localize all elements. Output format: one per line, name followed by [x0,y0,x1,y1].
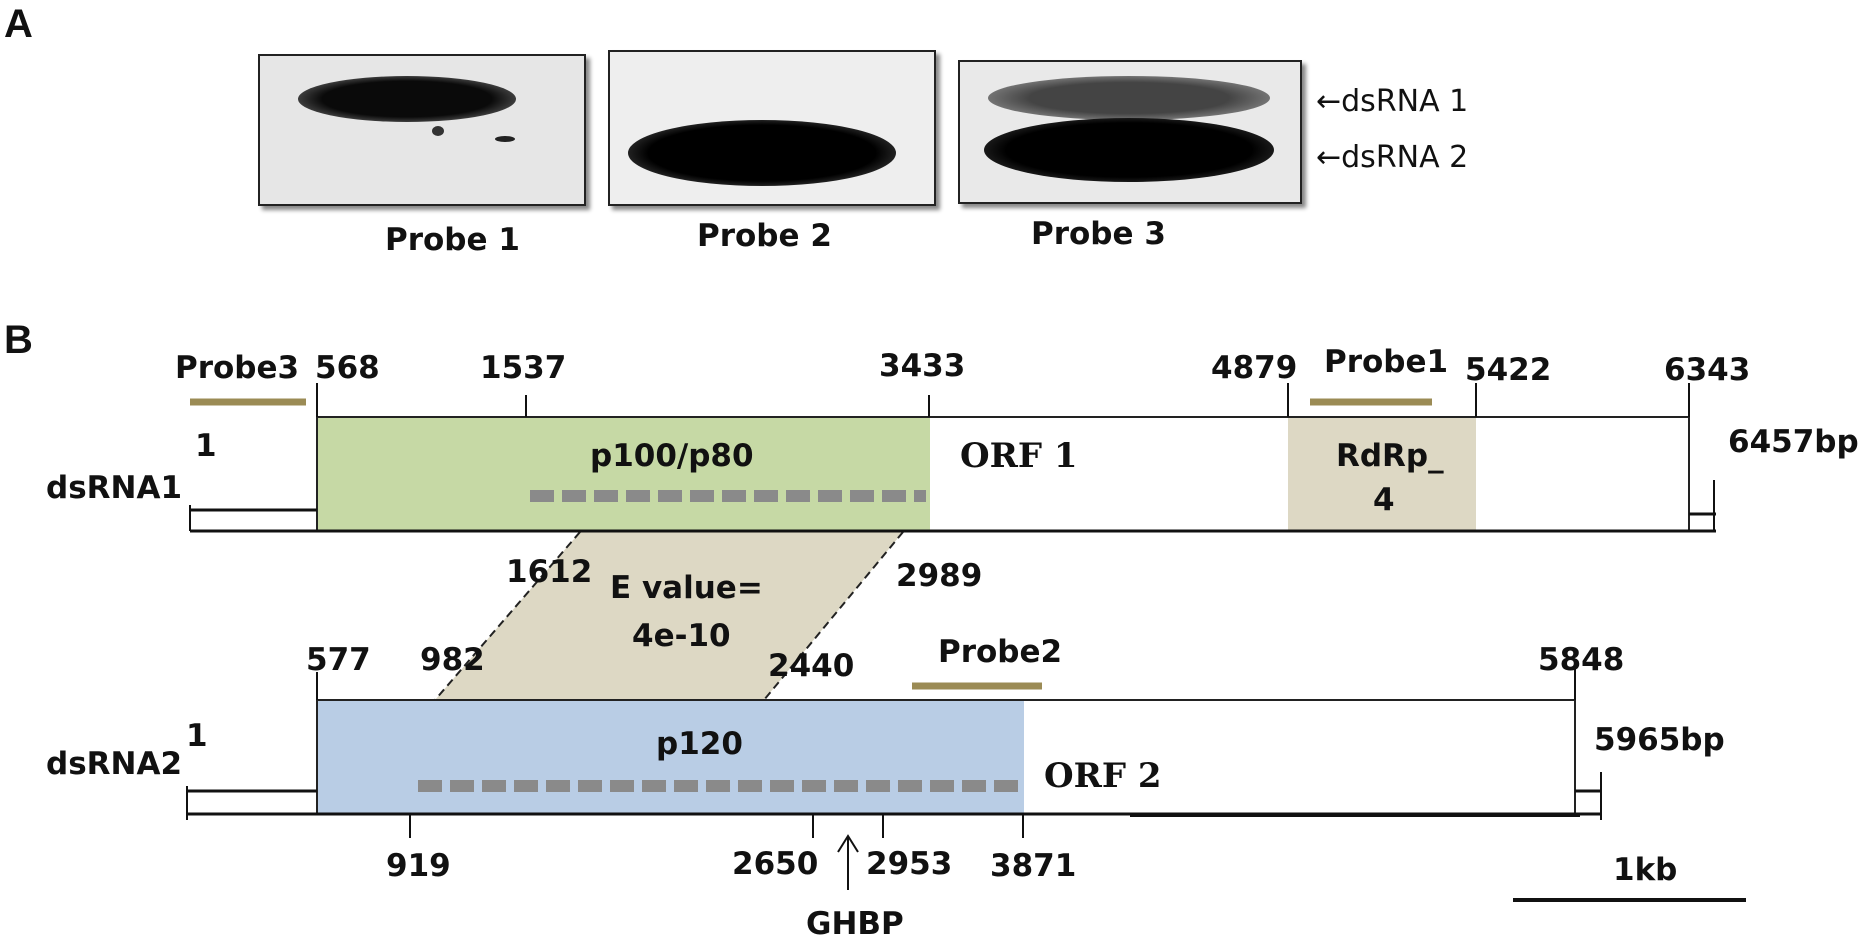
blot-probe-2 [608,50,936,206]
dsrna2-length: 5965bp [1594,722,1725,758]
ghbp-label: GHBP [806,906,904,942]
dsrna1-length: 6457bp [1728,424,1859,460]
pos-1537: 1537 [480,350,567,386]
dsrna2-name: dsRNA2 [46,746,183,782]
probe1-label: Probe1 [1324,344,1449,380]
band-dsrna2-blot3 [984,118,1274,182]
p100-p80-region [318,418,930,531]
pos-577: 577 [306,642,371,678]
ghbp-arrow-head [837,834,859,853]
probe2-label: Probe2 [938,634,1063,670]
arrow-left-icon: ← [1316,140,1342,175]
pos-919: 919 [386,848,451,884]
pos-3433: 3433 [879,348,966,384]
dsrna1-start-label: 1 [195,428,217,464]
orf1-label: ORF 1 [960,436,1078,476]
band-dsrna1-blot3 [988,76,1270,120]
evalue-line2: 4e-10 [632,618,731,654]
dsrna1-band-label: ←dsRNA 1 [1316,84,1469,119]
dsrna2-band-label: ←dsRNA 2 [1316,140,1469,175]
panel-b-letter: B [4,318,33,362]
blot-probe-1 [258,54,586,206]
probe-1-label: Probe 1 [385,222,520,258]
pos-2953: 2953 [866,846,953,882]
scale-bar-label: 1kb [1613,852,1678,888]
p120-region [318,701,1024,814]
band-dsrna1-blot1 [298,76,516,122]
blot-probe-3 [958,60,1302,204]
p120-label: p120 [656,726,743,762]
panel-a-letter: A [4,2,33,46]
p100-p80-label: p100/p80 [590,438,754,474]
probe-3-label: Probe 3 [1031,216,1166,252]
pos-2989: 2989 [896,558,983,594]
pos-1612: 1612 [506,554,593,590]
homology-region [435,532,903,700]
rdrp-domain-region [1288,418,1476,531]
probe3-label: Probe3 [175,350,300,386]
pos-2440: 2440 [768,648,855,684]
pos-2650: 2650 [732,846,819,882]
probe-2-label: Probe 2 [697,218,832,254]
pos-6343: 6343 [1664,352,1751,388]
band-dsrna2-blot2 [628,120,896,186]
homology-edge-left [434,531,581,701]
pos-4879: 4879 [1211,350,1298,386]
rdrp-label-line1: RdRp_ [1336,438,1444,474]
dsrna2-start-label: 1 [186,718,208,754]
homology-edge-right [763,531,904,701]
pos-5848: 5848 [1538,642,1625,678]
orf2-label: ORF 2 [1044,756,1162,796]
pos-982: 982 [420,642,485,678]
blot-speck [432,126,444,136]
evalue-line1: E value= [610,570,763,606]
blot-speck [495,136,515,142]
pos-5422: 5422 [1465,352,1552,388]
rdrp-label-line2: 4 [1373,482,1395,518]
dsrna1-name: dsRNA1 [46,470,183,506]
arrow-left-icon: ← [1316,84,1342,119]
pos-568: 568 [315,350,380,386]
pos-3871: 3871 [990,848,1077,884]
